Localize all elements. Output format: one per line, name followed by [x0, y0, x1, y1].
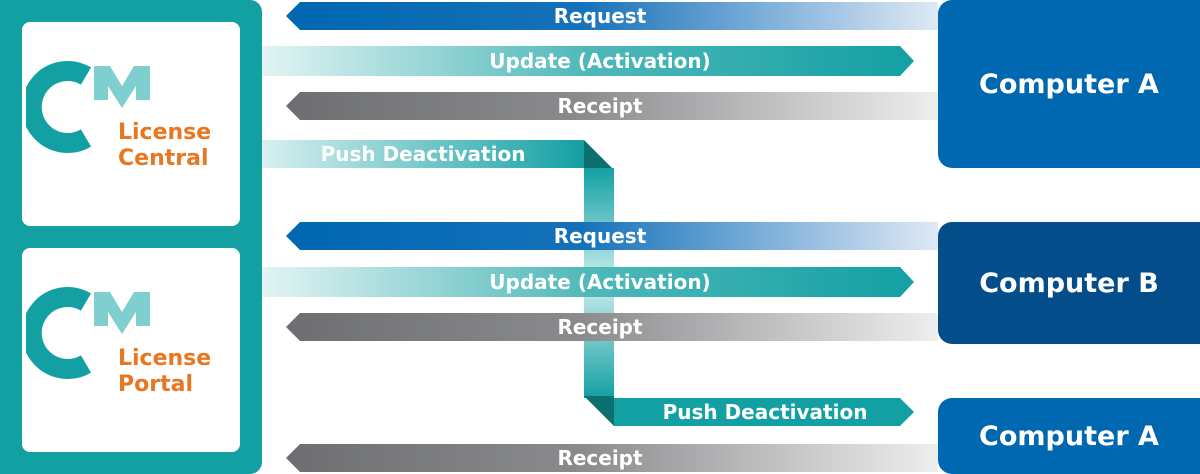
request-label: Request: [554, 224, 647, 248]
update-arrow: [262, 46, 914, 76]
request-arrow: [286, 222, 938, 250]
push-deactivation-arrow: [614, 398, 914, 426]
update-arrow: [262, 267, 914, 297]
push-deactivation-path: [584, 140, 614, 170]
brand-line-2: Central: [118, 146, 209, 171]
license-portal-logo: License Portal: [21, 282, 216, 402]
computer-label: Computer A: [979, 420, 1159, 452]
computer-a-box: Computer A: [938, 0, 1200, 168]
license-central-logo: License Central: [21, 56, 216, 176]
brand-line-2: Portal: [118, 372, 193, 397]
receipt-arrow: [286, 92, 938, 120]
receipt-label: Receipt: [557, 94, 643, 118]
license-central-card: [22, 22, 240, 226]
push-deactivation-label: Push Deactivation: [321, 142, 526, 166]
push-deactivation-label: Push Deactivation: [663, 400, 868, 424]
computer-label: Computer B: [979, 267, 1159, 299]
push-deactivation-path: [584, 396, 614, 426]
license-portal-card: [22, 248, 240, 452]
update-label: Update (Activation): [489, 49, 710, 73]
update-label: Update (Activation): [489, 270, 710, 294]
brand-line-1: License: [118, 120, 212, 145]
computer-b-box: Computer B: [938, 222, 1200, 344]
cm-logo-icon: [21, 61, 150, 153]
receipt-arrow: [286, 444, 938, 472]
cm-logo-icon: [21, 287, 150, 379]
receipt-label: Receipt: [557, 446, 643, 470]
request-arrow: [286, 2, 938, 30]
receipt-arrow: [286, 313, 938, 341]
computer-label: Computer A: [979, 68, 1159, 100]
request-label: Request: [554, 4, 647, 28]
receipt-label: Receipt: [557, 315, 643, 339]
brand-line-1: License: [118, 346, 212, 371]
push-deactivation-path: [262, 140, 584, 168]
computer-a-box: Computer A: [938, 398, 1200, 474]
